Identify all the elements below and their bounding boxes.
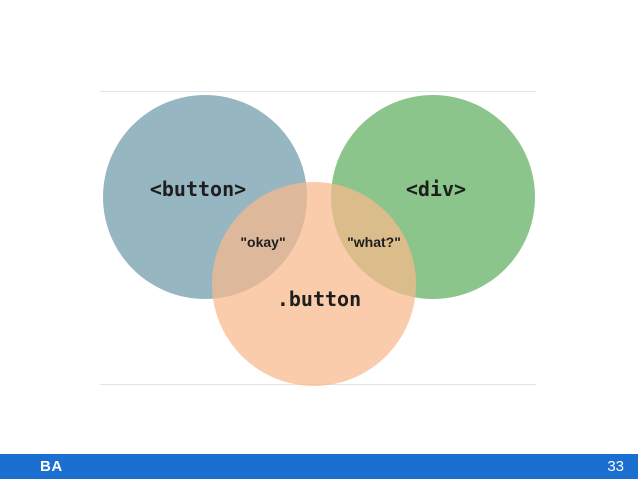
page-number: 33 xyxy=(607,458,624,475)
set-label-div-element: <div> xyxy=(406,177,466,201)
intersection-label-okay: "okay" xyxy=(240,234,285,250)
footer-logo-text: BA xyxy=(40,458,63,475)
footer-bar: BA 33 xyxy=(0,454,638,479)
set-label-button-class: .button xyxy=(277,287,361,311)
set-circle-button-class xyxy=(212,182,416,386)
intersection-label-what: "what?" xyxy=(347,234,401,250)
set-label-button-element: <button> xyxy=(150,177,246,201)
